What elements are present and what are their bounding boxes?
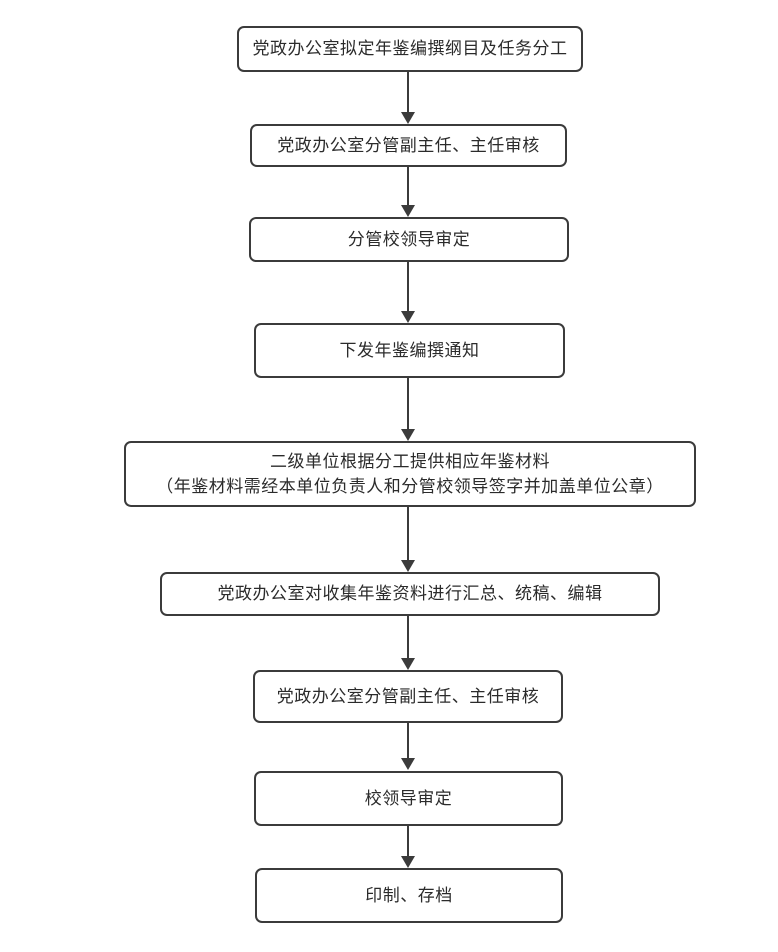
flow-step-3-label: 分管校领导审定 [347, 229, 471, 249]
flow-step-9-label: 印制、存档 [365, 885, 453, 905]
flow-step-2: 党政办公室分管副主任、主任审核 [250, 124, 567, 167]
down-arrow-4 [401, 378, 415, 441]
flow-step-7-label: 党政办公室分管副主任、主任审核 [276, 686, 540, 706]
flow-step-8: 校领导审定 [254, 771, 563, 826]
down-arrow-3 [401, 262, 415, 323]
flow-step-7: 党政办公室分管副主任、主任审核 [253, 670, 563, 723]
flow-step-6: 党政办公室对收集年鉴资料进行汇总、统稿、编辑 [160, 572, 660, 616]
arrowhead-icon [401, 205, 415, 217]
flow-step-5: 二级单位根据分工提供相应年鉴材料 （年鉴材料需经本单位负责人和分管校领导签字并加… [124, 441, 696, 507]
arrowhead-icon [401, 560, 415, 572]
flow-step-4: 下发年鉴编撰通知 [254, 323, 565, 378]
flow-step-8-label: 校领导审定 [364, 788, 453, 808]
arrow-line [407, 378, 409, 430]
flow-step-4-label: 下发年鉴编撰通知 [339, 340, 480, 360]
arrowhead-icon [401, 758, 415, 770]
flow-step-3: 分管校领导审定 [249, 217, 569, 262]
flow-step-2-label: 党政办公室分管副主任、主任审核 [277, 135, 540, 155]
arrowhead-icon [401, 311, 415, 323]
flow-step-1-label: 党政办公室拟定年鉴编撰纲目及任务分工 [252, 39, 568, 59]
arrowhead-icon [401, 658, 415, 670]
arrow-line [407, 616, 409, 659]
arrow-line [407, 72, 409, 113]
arrow-line [407, 826, 409, 857]
down-arrow-1 [401, 72, 415, 124]
down-arrow-8 [401, 826, 415, 868]
arrow-line [407, 166, 409, 206]
flow-step-5-sublabel: （年鉴材料需经本单位负责人和分管校领导签字并加盖单位公章） [156, 477, 664, 496]
arrowhead-icon [401, 429, 415, 441]
arrowhead-icon [401, 856, 415, 868]
down-arrow-6 [401, 616, 415, 670]
flow-step-5-label: 二级单位根据分工提供相应年鉴材料 [270, 451, 550, 471]
flow-step-1: 党政办公室拟定年鉴编撰纲目及任务分工 [237, 26, 583, 72]
down-arrow-7 [401, 723, 415, 770]
flow-step-9: 印制、存档 [255, 868, 563, 923]
arrow-line [407, 262, 409, 312]
arrow-line [407, 507, 409, 561]
flow-step-6-label: 党政办公室对收集年鉴资料进行汇总、统稿、编辑 [217, 584, 603, 604]
down-arrow-2 [401, 166, 415, 217]
down-arrow-5 [401, 507, 415, 572]
arrow-line [407, 723, 409, 759]
arrowhead-icon [401, 112, 415, 124]
